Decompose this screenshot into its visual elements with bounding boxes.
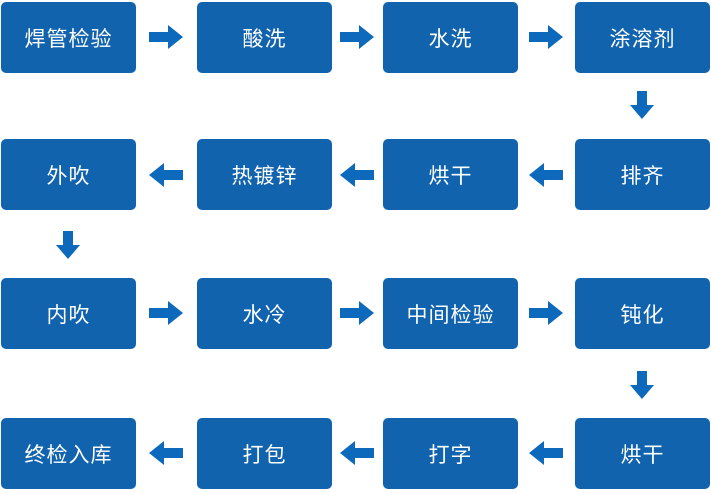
- flow-node-aligning: 排齐: [575, 139, 710, 210]
- arrow-right-icon: [149, 25, 183, 49]
- arrow-right-icon: [529, 25, 563, 49]
- flow-node-packing: 打包: [197, 418, 332, 489]
- flow-node-water-cooling: 水冷: [197, 278, 332, 349]
- arrow-left-icon: [149, 163, 183, 187]
- flow-node-water-washing: 水洗: [383, 2, 518, 73]
- arrow-left-icon: [529, 441, 563, 465]
- flow-node-welded-pipe-inspection: 焊管检验: [1, 2, 136, 73]
- flow-node-intermediate-inspection: 中间检验: [383, 278, 518, 349]
- arrow-right-icon: [340, 25, 374, 49]
- arrow-left-icon: [149, 441, 183, 465]
- arrow-left-icon: [340, 163, 374, 187]
- flow-node-external-blowing: 外吹: [1, 139, 136, 210]
- flow-node-marking: 打字: [383, 418, 518, 489]
- flow-node-drying-1: 烘干: [383, 139, 518, 210]
- arrow-down-icon: [56, 231, 80, 259]
- arrow-down-icon: [630, 371, 654, 399]
- arrow-left-icon: [529, 163, 563, 187]
- flow-node-flux-coating: 涂溶剂: [575, 2, 710, 73]
- flow-node-hot-dip-galvanizing: 热镀锌: [197, 139, 332, 210]
- flow-node-passivation: 钝化: [575, 278, 710, 349]
- arrow-left-icon: [340, 441, 374, 465]
- flow-node-internal-blowing: 内吹: [1, 278, 136, 349]
- flow-node-drying-2: 烘干: [575, 418, 710, 489]
- arrow-down-icon: [630, 91, 654, 119]
- flow-node-final-inspection-storage: 终检入库: [1, 418, 136, 489]
- flow-node-pickling: 酸洗: [197, 2, 332, 73]
- arrow-right-icon: [149, 301, 183, 325]
- arrow-right-icon: [340, 301, 374, 325]
- arrow-right-icon: [529, 301, 563, 325]
